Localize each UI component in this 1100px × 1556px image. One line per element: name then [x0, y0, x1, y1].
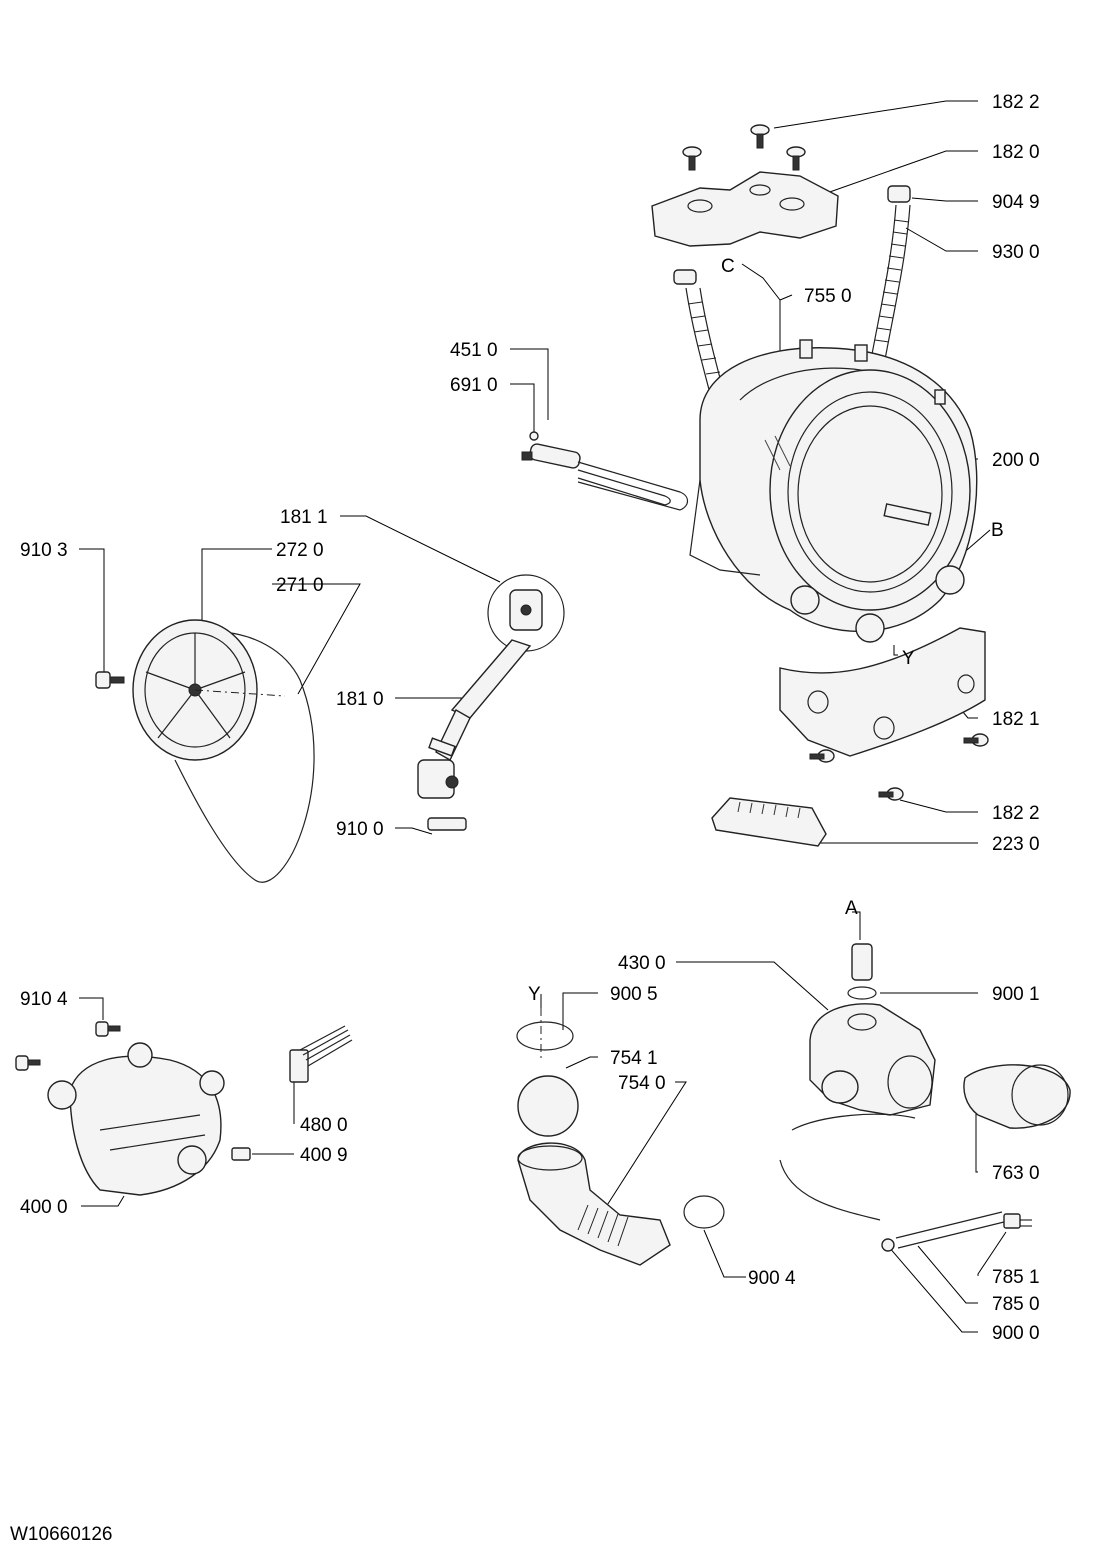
callout-181-1: 181 1 [280, 507, 328, 528]
leader-lines [79, 100, 1007, 1333]
sump-hose [516, 1008, 725, 1266]
callout-910-4: 910 4 [20, 989, 68, 1010]
callout-754-1: 754 1 [610, 1048, 658, 1069]
callout-y-tub: Y [902, 648, 915, 669]
heater-element [521, 431, 689, 511]
top-screws [682, 124, 806, 171]
callout-b: B [991, 520, 1004, 541]
callout-272-0: 272 0 [276, 540, 324, 561]
callout-430-0: 430 0 [618, 953, 666, 974]
callout-480-0: 480 0 [300, 1115, 348, 1136]
callout-182-2-bottom: 182 2 [992, 803, 1040, 824]
callout-labels: 182 2 182 0 904 9 930 0 C 755 0 451 0 69… [20, 92, 1040, 1344]
callout-785-1: 785 1 [992, 1267, 1040, 1288]
callout-200-0: 200 0 [992, 450, 1040, 471]
callout-763-0: 763 0 [992, 1163, 1040, 1184]
callout-223-0: 223 0 [992, 834, 1040, 855]
callout-a: A [845, 898, 858, 919]
tub-assembly [689, 339, 978, 643]
callout-400-0: 400 0 [20, 1197, 68, 1218]
pressure-pipe [881, 1211, 1032, 1252]
callout-755-0: 755 0 [804, 286, 852, 307]
callout-900-4: 900 4 [748, 1268, 796, 1289]
shock-absorber [417, 574, 565, 831]
document-id: W10660126 [10, 1524, 113, 1545]
drum-pulley [95, 619, 315, 883]
callout-271-0: 271 0 [276, 575, 324, 596]
callout-182-0: 182 0 [992, 142, 1040, 163]
callout-910-3: 910 3 [20, 540, 68, 561]
callout-910-0: 910 0 [336, 819, 384, 840]
top-counterweight [651, 171, 839, 247]
bottom-counterweight [779, 627, 989, 801]
motor [15, 1021, 353, 1196]
callout-400-9: 400 9 [300, 1145, 348, 1166]
drum-paddle [711, 797, 827, 847]
breather-hose [869, 185, 911, 366]
callout-930-0: 930 0 [992, 242, 1040, 263]
callout-904-9: 904 9 [992, 192, 1040, 213]
callout-181-0: 181 0 [336, 689, 384, 710]
callout-900-0: 900 0 [992, 1323, 1040, 1344]
callout-451-0: 451 0 [450, 340, 498, 361]
callout-182-2-top: 182 2 [992, 92, 1040, 113]
callout-y-sump: Y [528, 984, 541, 1005]
callout-900-1: 900 1 [992, 984, 1040, 1005]
callout-754-0: 754 0 [618, 1073, 666, 1094]
callout-182-1: 182 1 [992, 709, 1040, 730]
callout-785-0: 785 0 [992, 1294, 1040, 1315]
callout-c: C [721, 256, 735, 277]
callout-691-0: 691 0 [450, 375, 498, 396]
drain-pump [779, 943, 1071, 1221]
callout-900-5: 900 5 [610, 984, 658, 1005]
